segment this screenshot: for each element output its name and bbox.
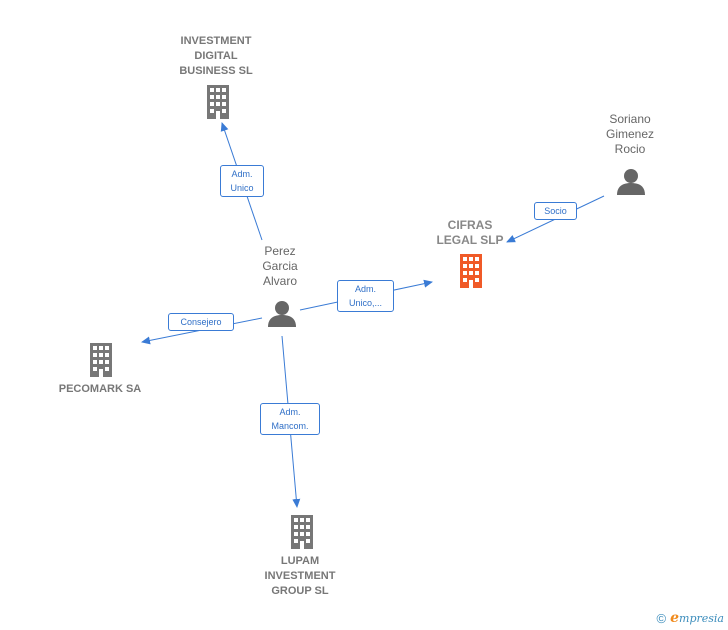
node-label-investment-digital[interactable]: INVESTMENT DIGITAL BUSINESS SL: [179, 35, 253, 77]
node-label-lupam[interactable]: LUPAM INVESTMENT GROUP SL: [264, 555, 336, 597]
brand-logo: © empresia: [657, 610, 724, 626]
building-icon[interactable]: [291, 515, 313, 549]
node-label-perez-garcia[interactable]: Perez Garcia Alvaro: [262, 244, 298, 288]
building-icon[interactable]: [207, 85, 229, 119]
brand-initial: e: [670, 610, 680, 626]
node-label-pecomark[interactable]: PECOMARK SA: [58, 383, 142, 395]
person-icon[interactable]: [617, 169, 645, 195]
brand-name: mpresia: [679, 612, 724, 625]
edge-label-adm-unico[interactable]: Adm. Unico: [220, 165, 264, 197]
edge-label-consejero[interactable]: Consejero: [168, 313, 234, 331]
edge-label-adm-mancom[interactable]: Adm. Mancom.: [260, 403, 320, 435]
edge-label-adm-unico-multi[interactable]: Adm. Unico,...: [337, 280, 394, 312]
node-label-cifras-legal[interactable]: CIFRAS LEGAL SLP: [436, 218, 504, 247]
building-icon[interactable]: [90, 343, 112, 377]
edge-label-socio[interactable]: Socio: [534, 202, 577, 220]
person-icon[interactable]: [268, 301, 296, 327]
node-label-soriano-gimenez[interactable]: Soriano Gimenez Rocio: [605, 112, 655, 156]
copyright-symbol: ©: [656, 610, 667, 626]
building-icon[interactable]: [460, 254, 482, 288]
